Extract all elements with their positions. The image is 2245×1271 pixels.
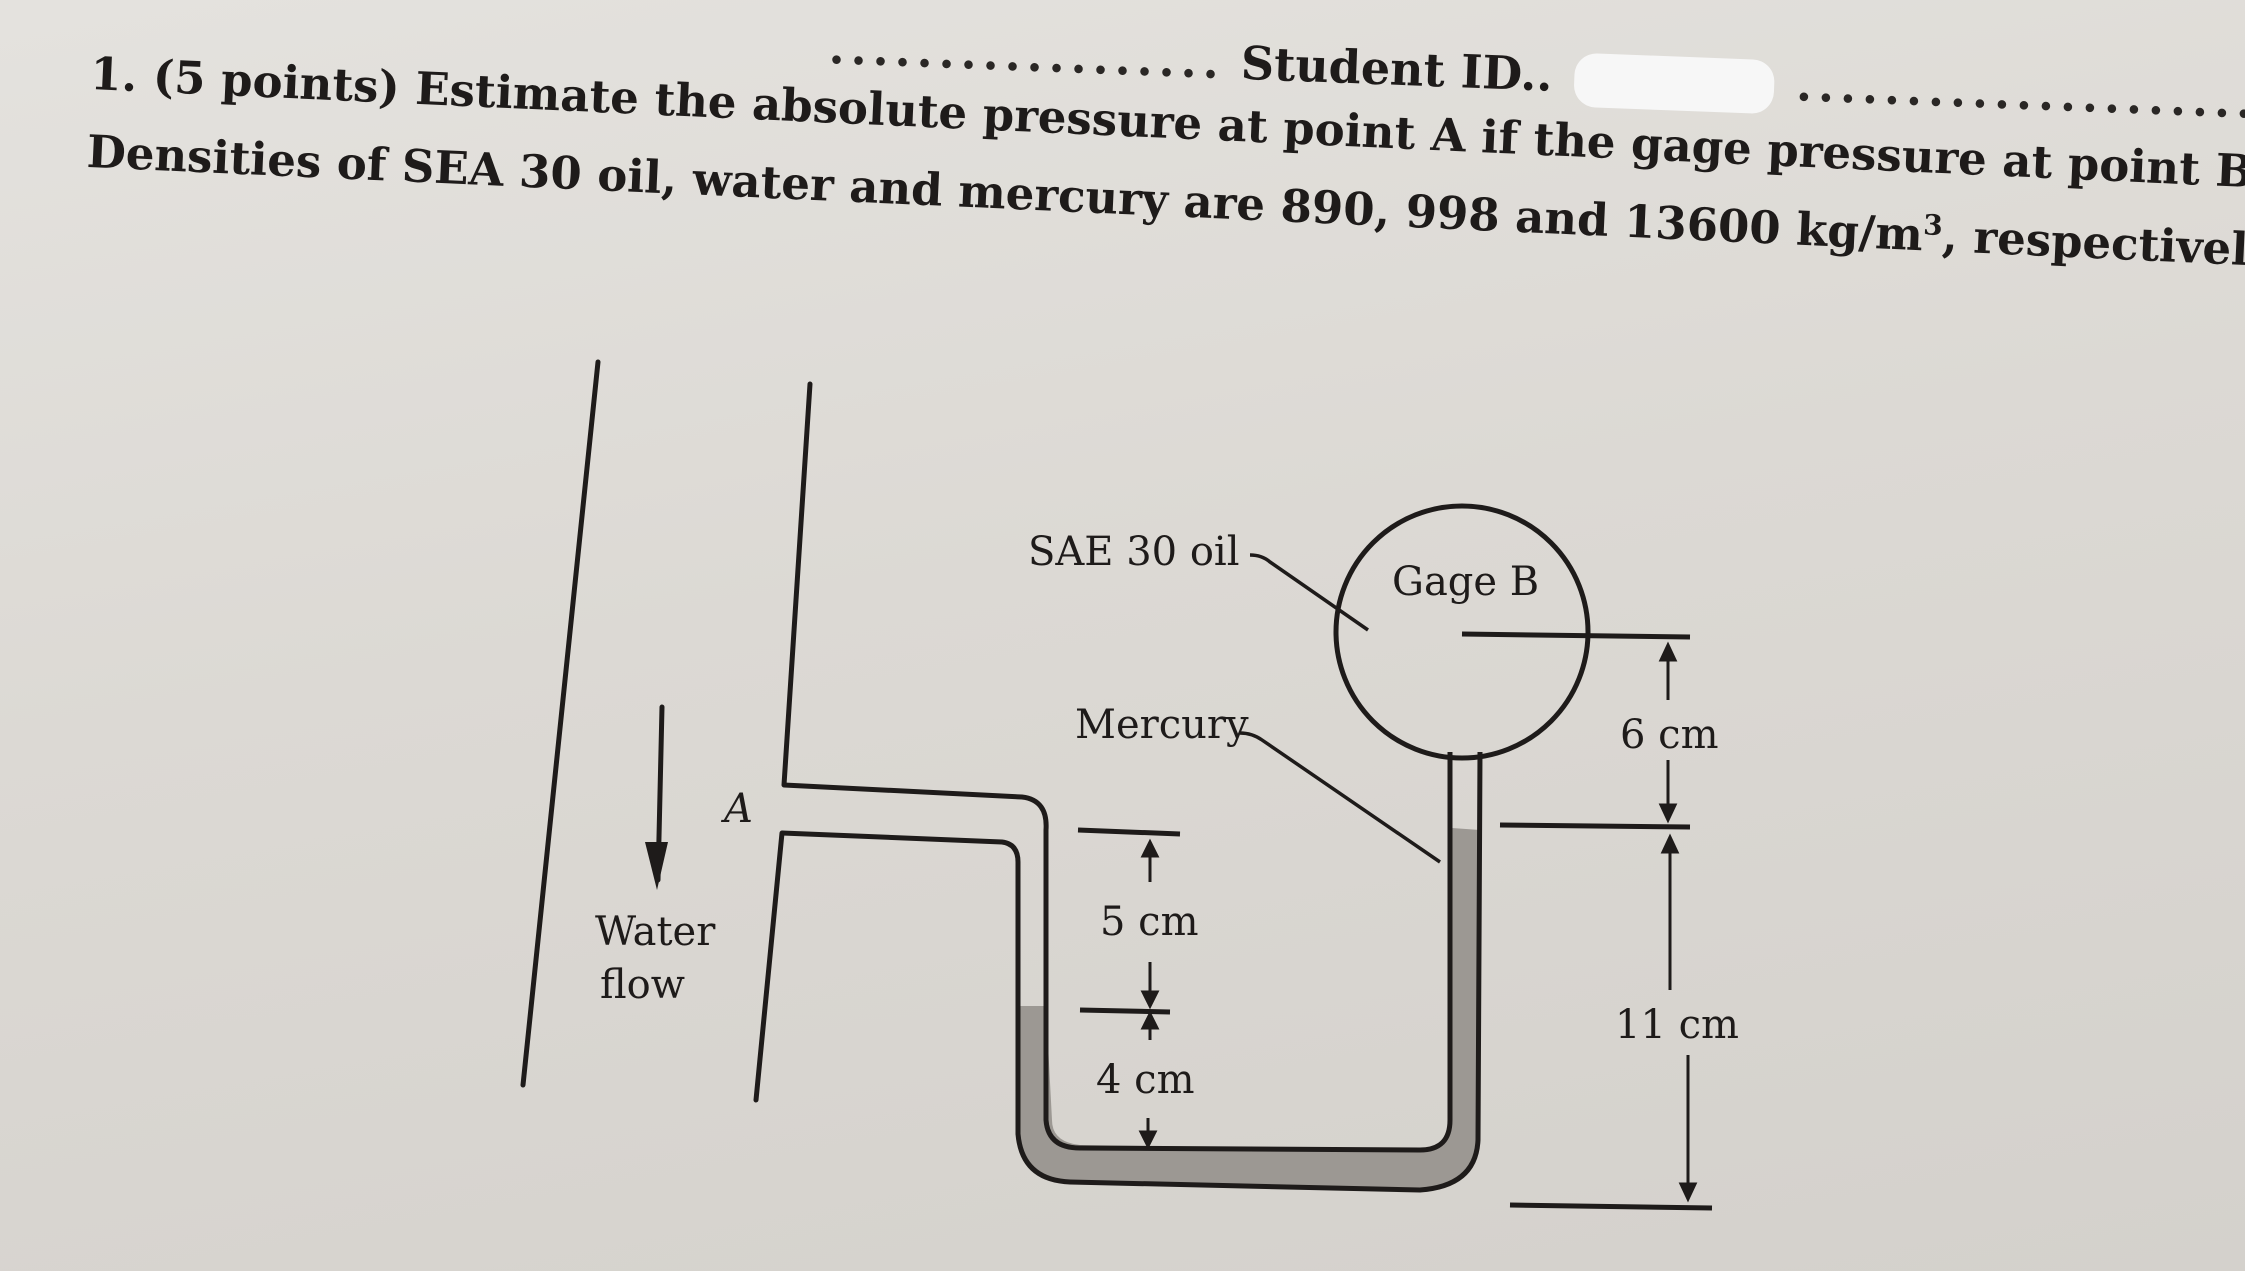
- pipe-left-wall: [520, 359, 601, 1088]
- label-gage-b: Gage B: [1392, 559, 1539, 605]
- label-point-a: A: [720, 786, 753, 832]
- label-oil: SAE 30 oil: [1028, 529, 1239, 575]
- label-5cm: 5 cm: [1100, 899, 1199, 945]
- leader-mercury: [1239, 731, 1441, 864]
- gage-b-circle: [1333, 503, 1591, 761]
- pipe-right-wall: [781, 381, 813, 788]
- ref-line-top: [1461, 631, 1691, 640]
- flow-arrow-head: [645, 842, 668, 890]
- ref-line-5cm-top: [1077, 827, 1181, 837]
- tube-outer-wall: [783, 752, 1453, 1153]
- ref-line-5cm-bottom: [1079, 1007, 1171, 1015]
- label-water: Water: [595, 909, 716, 955]
- ref-line-bottom: [1509, 1202, 1713, 1211]
- mercury-column: [1018, 828, 1480, 1188]
- leader-oil: [1249, 553, 1369, 632]
- label-11cm: 11 cm: [1615, 1002, 1739, 1048]
- tube-inner-wall: [781, 751, 1483, 1193]
- label-6cm: 6 cm: [1620, 712, 1719, 758]
- label-mercury: Mercury: [1075, 702, 1249, 748]
- label-4cm: 4 cm: [1096, 1057, 1195, 1103]
- pipe-right-wall-lower: [753, 830, 785, 1103]
- ref-line-mercury: [1499, 822, 1691, 830]
- label-flow: flow: [600, 962, 685, 1008]
